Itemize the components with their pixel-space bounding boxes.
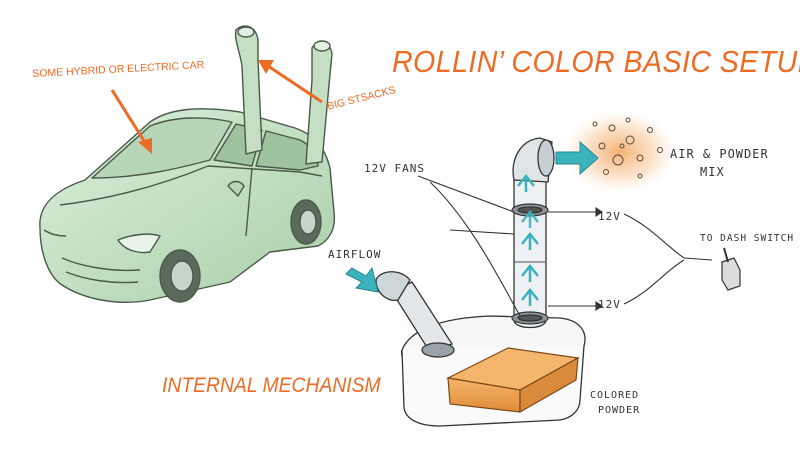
mix-label-line2: MIX xyxy=(700,165,725,179)
car-headlight xyxy=(117,233,161,254)
powder-puff xyxy=(562,110,678,194)
output-arrow xyxy=(555,140,599,176)
intake-arrow xyxy=(345,266,379,293)
powder-label-line2: POWDER xyxy=(598,405,641,416)
car-windshield xyxy=(91,117,233,179)
internal-mechanism-heading: INTERNAL MECHANISM xyxy=(162,374,381,397)
car-grille xyxy=(61,257,141,272)
dash-switch-label: TO DASH SWITCH xyxy=(700,233,795,244)
powder-label-line1: COLORED xyxy=(590,390,640,401)
fans-label: 12V FANS xyxy=(364,162,425,175)
voltage-bottom-label: 12V xyxy=(598,298,621,311)
voltage-top-label: 12V xyxy=(598,210,621,223)
intake-pipe xyxy=(375,271,455,358)
airflow-arrows-tube xyxy=(517,173,539,306)
airflow-label: AIRFLOW xyxy=(328,248,382,261)
label-arrows xyxy=(110,60,323,154)
fan-bottom xyxy=(511,311,549,325)
car-illustration xyxy=(39,108,336,303)
powder-speckles xyxy=(592,117,663,179)
dash-switch-icon xyxy=(721,247,741,291)
mix-label-line1: AIR & POWDER xyxy=(670,147,769,161)
stack-left xyxy=(234,25,263,155)
wiring xyxy=(417,175,713,317)
fan-tube xyxy=(512,137,555,329)
car-stacks xyxy=(234,25,333,165)
diagram-title: ROLLIN’ COLOR BASIC SETUP xyxy=(392,44,800,79)
powder-block xyxy=(446,347,580,414)
